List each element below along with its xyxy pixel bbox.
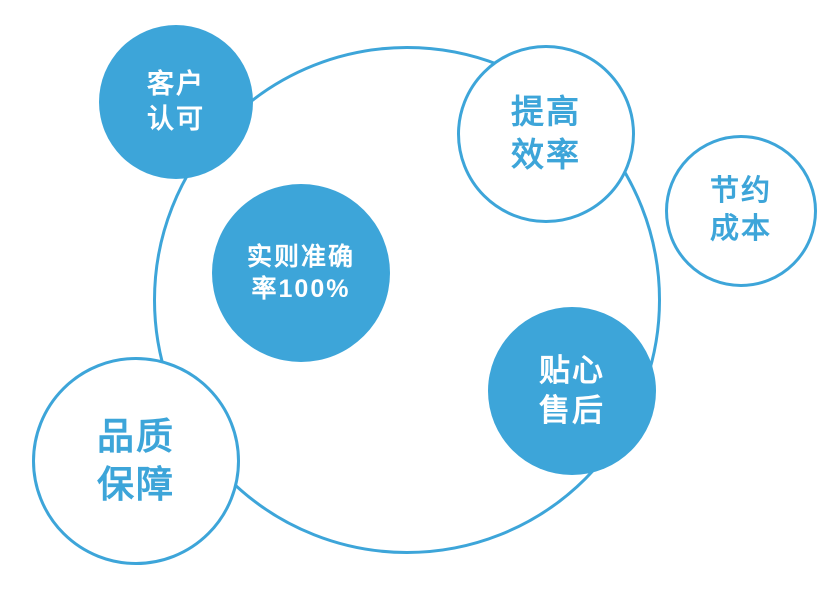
bubble-accuracy: 实则准确 率100% xyxy=(212,184,390,362)
connector-ring xyxy=(153,46,661,554)
bubble-save-cost-label: 节约 成本 xyxy=(709,175,772,245)
bubble-improve-efficiency: 提高 效率 xyxy=(457,45,635,223)
bubble-improve-efficiency-label: 提高 效率 xyxy=(511,93,581,173)
bubble-customer-approval: 客户 认可 xyxy=(99,25,253,179)
bubble-accuracy-label: 实则准确 率100% xyxy=(246,242,355,304)
bubble-quality-assurance-label: 品质 保障 xyxy=(97,415,175,505)
bubble-save-cost: 节约 成本 xyxy=(665,135,817,287)
bubble-quality-assurance: 品质 保障 xyxy=(32,357,240,565)
bubble-customer-approval-label: 客户 认可 xyxy=(147,68,205,134)
bubble-caring-after-sales-label: 贴心 售后 xyxy=(539,352,605,428)
bubble-caring-after-sales: 贴心 售后 xyxy=(488,307,656,475)
